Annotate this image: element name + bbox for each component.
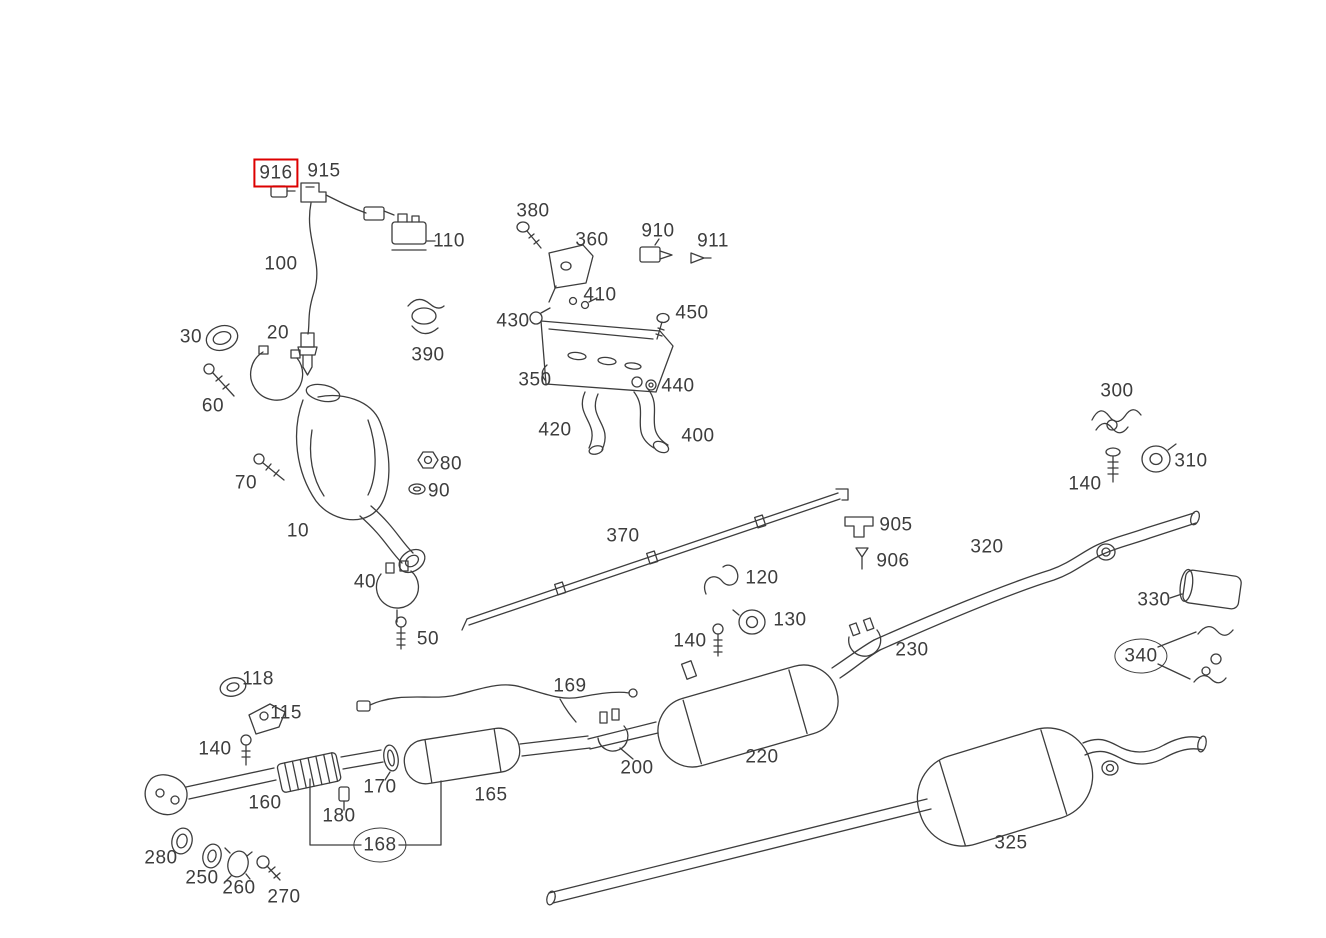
part-label-390[interactable]: 390 [411,344,445,366]
part-label-906[interactable]: 906 [876,550,910,572]
part-label-168[interactable]: 168 [353,827,407,863]
part-label-250[interactable]: 250 [185,867,219,889]
part-label-370[interactable]: 370 [606,525,640,547]
part-label-40[interactable]: 40 [353,571,377,593]
damper-drawing [1169,568,1242,610]
part-label-70[interactable]: 70 [234,472,258,494]
part-label-270[interactable]: 270 [267,886,301,908]
part-label-300[interactable]: 300 [1100,380,1134,402]
part-label-180[interactable]: 180 [322,805,356,827]
oxygen-sensor-drawing [270,182,436,376]
part-label-450[interactable]: 450 [675,302,709,324]
part-label-10[interactable]: 10 [286,520,310,542]
part-label-905[interactable]: 905 [879,514,913,536]
part-label-20[interactable]: 20 [266,322,290,344]
part-label-350[interactable]: 350 [518,369,552,391]
part-label-80[interactable]: 80 [439,453,463,475]
part-label-420[interactable]: 420 [538,419,572,441]
center-muffler-drawing [587,510,1201,768]
part-label-911[interactable]: 911 [697,230,729,252]
linkage-rod-drawing [461,488,849,631]
part-label-170[interactable]: 170 [363,776,397,798]
part-label-165[interactable]: 165 [474,784,508,806]
part-label-380[interactable]: 380 [516,200,550,222]
center-hanger-drawing [703,564,766,657]
part-label-430[interactable]: 430 [496,310,530,332]
part-label-160[interactable]: 160 [248,792,282,814]
part-label-910[interactable]: 910 [641,220,675,242]
part-label-340[interactable]: 340 [1114,638,1168,674]
part-label-260[interactable]: 260 [222,877,256,899]
part-label-115[interactable]: 115 [270,702,302,724]
part-label-120[interactable]: 120 [745,567,779,589]
cable-clip-drawing [407,298,445,335]
part-label-440[interactable]: 440 [661,375,695,397]
front-catalyst-drawing [203,324,439,650]
part-label-140-3[interactable]: 140 [198,738,232,760]
part-label-110[interactable]: 110 [433,230,465,252]
spring-kit-drawing [1157,626,1234,684]
part-label-100[interactable]: 100 [264,253,298,275]
part-label-169[interactable]: 169 [553,675,587,697]
part-label-90[interactable]: 90 [427,480,451,502]
part-label-200[interactable]: 200 [620,757,654,779]
hanger-pin-drawing [844,516,874,570]
part-label-916[interactable]: 916 [253,158,299,188]
part-label-230[interactable]: 230 [895,639,929,661]
part-label-400[interactable]: 400 [681,425,715,447]
part-label-60[interactable]: 60 [201,395,225,417]
part-label-325[interactable]: 325 [994,832,1028,854]
part-label-130[interactable]: 130 [773,609,807,631]
part-label-310[interactable]: 310 [1174,450,1208,472]
part-label-30[interactable]: 30 [179,326,203,348]
part-label-140-1[interactable]: 140 [1068,473,1102,495]
front-pipe-drawing [144,677,638,882]
part-label-410[interactable]: 410 [583,284,617,306]
part-label-140-2[interactable]: 140 [673,630,707,652]
part-label-220[interactable]: 220 [745,746,779,768]
part-label-50[interactable]: 50 [416,628,440,650]
part-label-330[interactable]: 330 [1137,589,1171,611]
part-label-280[interactable]: 280 [144,847,178,869]
heat-shield-drawing [516,221,712,455]
part-label-118[interactable]: 118 [242,668,274,690]
part-label-915[interactable]: 915 [307,160,341,182]
part-label-320[interactable]: 320 [970,536,1004,558]
part-label-360[interactable]: 360 [575,229,609,251]
rear-hanger-drawing [1091,409,1177,483]
rear-muffler-drawing [546,727,1207,906]
